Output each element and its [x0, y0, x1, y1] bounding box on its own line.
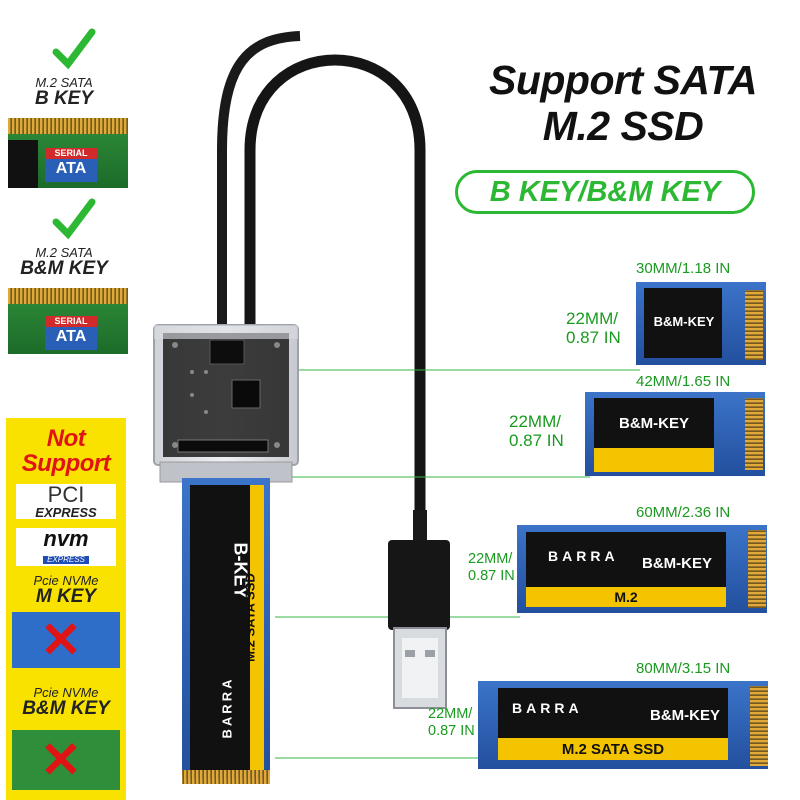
size-30-length: 30MM/1.18 IN	[636, 260, 731, 277]
supported-caption-2-line2: B&M KEY	[20, 258, 108, 279]
unsupported-caption-1: Pcie NVMe M KEY	[6, 574, 126, 606]
usb-plug	[388, 510, 450, 709]
size-42-length: 42MM/1.65 IN	[636, 373, 731, 390]
ssd-80-label: B&M-KEY	[650, 707, 720, 724]
nvm-express-text: EXPRESS	[43, 556, 89, 564]
size-80-length: 80MM/3.15 IN	[636, 660, 731, 677]
size-60-width-line2: 0.87 IN	[468, 568, 515, 584]
check-mark-icon	[52, 28, 96, 70]
ssd-60-stripe: M.2	[614, 589, 638, 605]
enclosure-ssd-brand: BARRA	[219, 676, 235, 739]
page-title-line2: M.2 SSD	[542, 103, 704, 149]
size-60-width-line1: 22MM/	[468, 551, 513, 567]
ssd-60-brand: BARRA	[548, 548, 619, 564]
sata-sticker-1: SERIAL ATA	[45, 148, 97, 182]
key-badge: B KEY/B&M KEY	[455, 170, 755, 214]
size-30-width-line2: 0.87 IN	[566, 328, 621, 347]
size-30-width: 22MM/ 0.87 IN	[566, 309, 621, 347]
ssd-60mm	[517, 525, 767, 613]
unsupported-caption-1-line1: Pcie NVMe	[33, 573, 99, 588]
size-60-length: 60MM/2.36 IN	[636, 504, 731, 521]
size-42-width-line2: 0.87 IN	[509, 431, 564, 450]
sticker-line1: SERIAL	[45, 316, 97, 327]
supported-caption-1-line2: B KEY	[34, 88, 94, 109]
usb-cable	[244, 54, 426, 546]
size-30-width-line1: 22MM/	[566, 309, 618, 328]
supported-caption-2-line1: M.2 SATA	[35, 245, 93, 260]
not-support-line1: Not	[46, 425, 86, 452]
ssd-30-label: B&M-KEY	[653, 314, 715, 329]
size-60-width: 22MM/ 0.87 IN	[468, 551, 515, 585]
sata-sticker-2: SERIAL ATA	[45, 316, 97, 350]
nvme-bm-key-connector	[12, 730, 120, 790]
cross-icon: ✕	[40, 612, 82, 668]
size-42-width-line1: 22MM/	[509, 412, 561, 431]
sticker-line2: ATA	[55, 160, 87, 177]
check-mark-icon	[52, 198, 96, 240]
unsupported-caption-2-line2: B&M KEY	[22, 698, 110, 719]
ssd-60-label: B&M-KEY	[642, 555, 712, 572]
ssd-80-stripe: M.2 SATA SSD	[561, 741, 665, 758]
ssd-80mm	[478, 681, 768, 769]
page-title-line1: Support SATA	[488, 57, 758, 103]
pci-express-logo: PCI EXPRESS	[16, 484, 116, 519]
size-80-width-line1: 22MM/	[428, 706, 473, 722]
sata-b-key-connector	[8, 118, 128, 188]
size-80-width-line2: 0.87 IN	[428, 723, 475, 739]
ssd-42-label: B&M-KEY	[619, 415, 689, 432]
nvm-express-logo: nvm EXPRESS	[16, 528, 116, 566]
unsupported-caption-2: Pcie NVMe B&M KEY	[6, 686, 126, 718]
nvme-m-key-connector	[12, 612, 120, 668]
not-support-line2: Support	[21, 450, 111, 477]
enclosure-ssd	[182, 478, 270, 784]
unsupported-caption-1-line2: M KEY	[35, 586, 97, 607]
supported-caption-1-line1: M.2 SATA	[35, 75, 93, 90]
ssd-42mm	[585, 392, 765, 476]
enclosure	[153, 324, 299, 483]
size-80-width: 22MM/ 0.87 IN	[428, 706, 475, 740]
sticker-line2: ATA	[55, 328, 87, 345]
sticker-line1: SERIAL	[45, 148, 97, 159]
enclosure-ssd-model: M.2 SATA SSD	[242, 573, 258, 662]
supported-caption-1: M.2 SATA B KEY	[0, 76, 128, 108]
ssd-80-brand: BARRA	[512, 700, 583, 716]
cross-icon: ✕	[40, 732, 82, 788]
unsupported-caption-2-line1: Pcie NVMe	[33, 685, 99, 700]
ssd-30mm	[636, 282, 766, 365]
pci-express-text: EXPRESS	[35, 505, 97, 520]
supported-caption-2: M.2 SATA B&M KEY	[0, 246, 128, 278]
nvm-logo-text: nvm	[43, 526, 89, 551]
not-support-heading: Not Support	[6, 426, 126, 476]
size-42-width: 22MM/ 0.87 IN	[509, 412, 564, 450]
pci-logo-text: PCI	[47, 482, 85, 507]
